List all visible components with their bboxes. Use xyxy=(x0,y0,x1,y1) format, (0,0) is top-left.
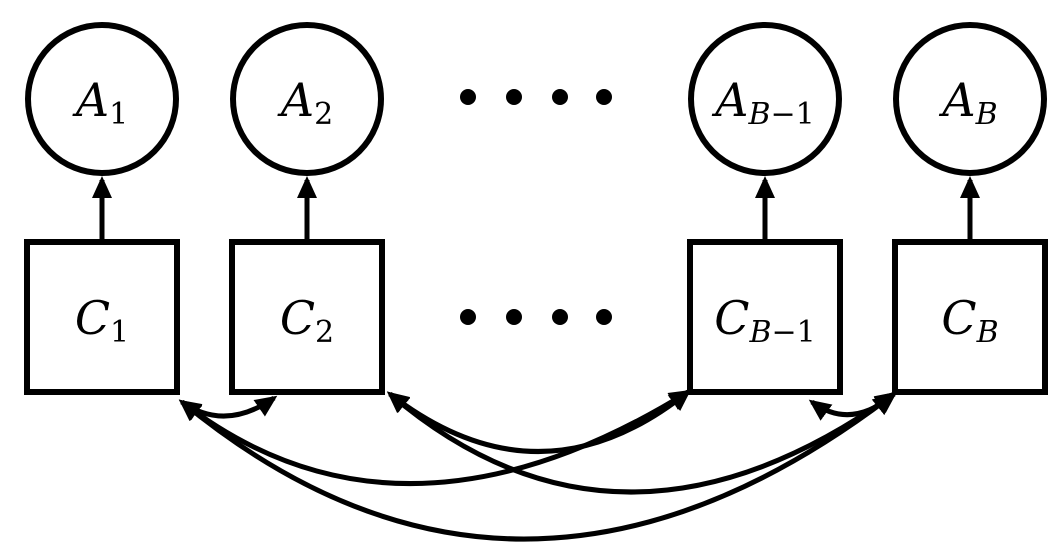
node-a2-label: A2 xyxy=(277,73,333,132)
cov-c2-cbm1 xyxy=(386,389,692,454)
node-a1-label: A1 xyxy=(72,73,128,132)
node-c1-label: C1 xyxy=(75,291,129,350)
node-ab-sub-1: B xyxy=(975,97,998,132)
node-c1-sub-1: 1 xyxy=(110,315,129,350)
node-cbm1-main: C xyxy=(714,291,749,345)
ellipsis-top-dot xyxy=(460,89,476,105)
ellipsis-top-dot xyxy=(552,89,568,105)
node-cbm1-label: CB−1 xyxy=(714,291,815,350)
node-c2-label: C2 xyxy=(280,291,334,350)
edges-c-to-a xyxy=(92,176,980,242)
ellipsis-top-dot xyxy=(596,89,612,105)
node-a1-main: A xyxy=(72,73,109,127)
node-cbm1: CB−1 xyxy=(687,239,843,395)
ellipsis-top xyxy=(460,89,612,105)
node-ab: AB xyxy=(893,22,1047,176)
node-cbm1-box xyxy=(687,239,843,395)
ellipsis-bottom xyxy=(460,309,612,325)
node-a1: A1 xyxy=(25,22,179,176)
node-abm1-main: A xyxy=(711,73,748,127)
node-a1-sub-1: 1 xyxy=(109,97,128,132)
node-cb-label: CB xyxy=(941,291,998,350)
node-ab-circle xyxy=(893,22,1047,176)
node-c2: C2 xyxy=(229,239,385,395)
node-cb-sub-1: B xyxy=(976,315,999,350)
node-abm1-sub-2: −1 xyxy=(771,97,815,132)
node-c2-main: C xyxy=(280,291,315,345)
node-c1: C1 xyxy=(24,239,180,395)
ellipsis-top-dot xyxy=(506,89,522,105)
node-cb: CB xyxy=(892,239,1048,395)
node-cbm1-sub-2: −1 xyxy=(772,315,816,350)
ellipsis-bottom-dot xyxy=(460,309,476,325)
node-abm1: AB−1 xyxy=(688,22,842,176)
node-a2-main: A xyxy=(277,73,314,127)
node-cb-main: C xyxy=(941,291,976,345)
node-c2-box xyxy=(229,239,385,395)
cov-c1-cbm1 xyxy=(178,389,692,487)
node-abm1-circle xyxy=(688,22,842,176)
node-cbm1-sub-1: B xyxy=(748,315,771,350)
node-a2-sub-1: 2 xyxy=(314,97,333,132)
node-c1-main: C xyxy=(75,291,110,345)
node-c1-box xyxy=(24,239,180,395)
node-abm1-sub-1: B xyxy=(747,97,770,132)
node-a1-circle xyxy=(25,22,179,176)
ellipsis-bottom-dot xyxy=(506,309,522,325)
node-a2-circle xyxy=(230,22,384,176)
node-a2: A2 xyxy=(230,22,384,176)
ellipsis-bottom-dot xyxy=(552,309,568,325)
cov-c1-cb xyxy=(178,391,898,542)
node-cb-box xyxy=(892,239,1048,395)
node-ab-label: AB xyxy=(938,73,997,132)
node-ab-main: A xyxy=(938,73,975,127)
edges-covariance xyxy=(178,389,898,542)
ellipsis-bottom-dot xyxy=(596,309,612,325)
cov-c2-cb xyxy=(386,391,898,495)
node-abm1-label: AB−1 xyxy=(711,73,815,132)
node-c2-sub-1: 2 xyxy=(315,315,334,350)
